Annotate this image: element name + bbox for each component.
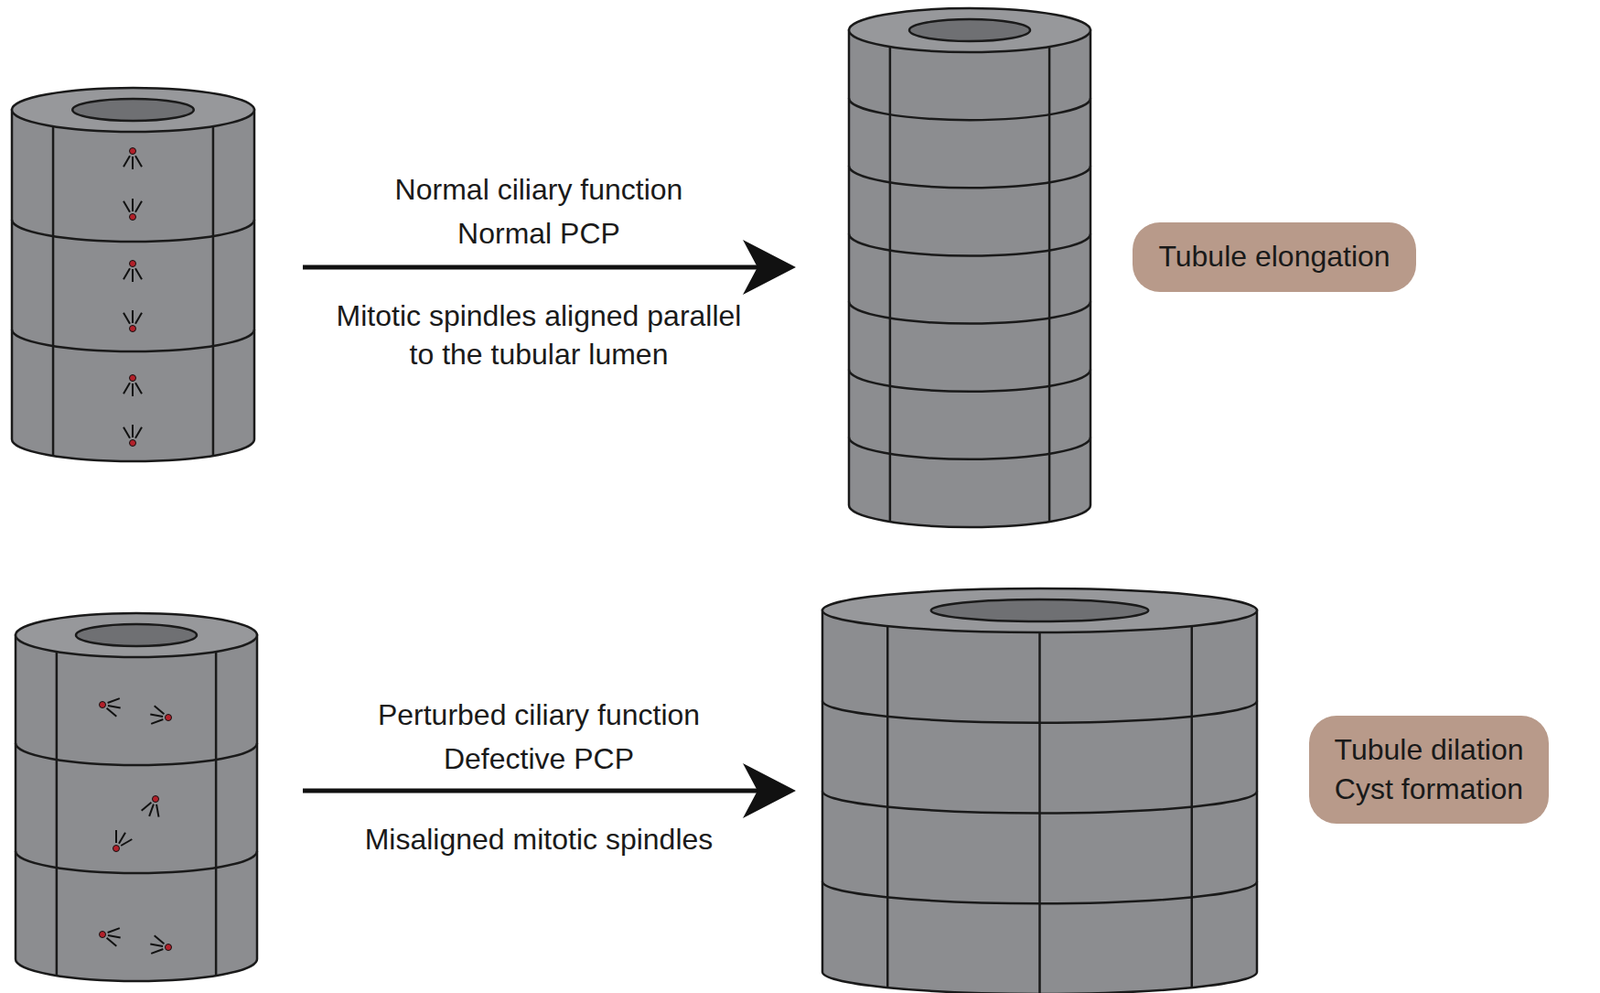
spindle-fiber [135,155,142,167]
spindle-fiber [107,937,118,946]
spindle-fiber [135,427,142,439]
cell-ring [848,165,1091,188]
spindle-pole [99,931,107,938]
cell-border [1048,46,1052,522]
cylinder-body [822,610,1257,993]
cell-ring [848,233,1091,256]
spindle-pole [129,440,137,447]
cylinder-top [848,8,1091,53]
cell-border [214,651,218,976]
spindle-fiber [131,310,134,323]
arrow-label: Misaligned mitotic spindles [365,820,714,860]
spindle-fiber [107,708,118,717]
spindle-fiber [131,424,134,438]
cell-border [1038,632,1042,993]
spindle-fiber [118,832,126,844]
cylinder-body [15,634,258,981]
spindle-fiber [150,714,163,717]
spindle-fiber [154,934,165,944]
spindle-fiber [123,268,130,280]
outcome-box: Tubule dilationCyst formation [1309,715,1550,824]
outcome-box: Tubule elongation [1132,222,1416,291]
tubule-cylinders [11,8,1257,993]
spindle-pole [129,260,137,268]
spindle-fiber [150,719,163,724]
spindle-fiber [135,382,142,394]
spindle-fiber [123,312,130,324]
cylinder-body [848,30,1091,527]
cell-ring [11,219,255,242]
arrow-label: Defective PCP [443,740,634,779]
spindle-fiber [150,948,163,954]
cell-ring [15,742,258,765]
cell-ring [848,437,1091,460]
spindle-fiber [135,201,142,213]
cell-ring [15,850,258,873]
spindle-fiber [120,838,132,846]
cell-border [1191,625,1194,988]
spindle-fiber [131,198,134,212]
cell-border [889,46,892,522]
cylinder-body [11,109,255,462]
spindle-fiber [123,201,130,213]
spindle-fiber [131,156,134,170]
spindle-fiber [123,382,130,394]
spindle-fiber [135,312,142,324]
lumen [75,623,197,646]
spindle-fiber [131,383,134,397]
cell-ring [11,329,255,352]
lumen [72,98,194,121]
cell-border [212,126,215,456]
spindle-pole [129,148,137,155]
cell-border [886,625,890,988]
outcome-text: Tubule elongation [1158,236,1390,277]
cell-border [52,126,55,456]
arrow-label: Perturbed ciliary function [377,696,700,735]
spindle-fiber [123,155,130,167]
spindle-pole [113,845,120,852]
mitotic-spindles [99,148,172,954]
spindle-pole [152,795,160,803]
spindle-fiber [135,268,142,280]
arrow-label: Normal PCP [457,214,621,254]
spindle-fiber [154,705,165,714]
spindle-fiber [115,829,118,843]
arrow-label: Mitotic spindles aligned parallel to the… [323,297,754,374]
spindle-fiber [107,934,121,937]
cylinder-top [822,588,1257,633]
spindle-fiber [149,804,154,817]
cylinder-top [15,612,258,657]
cell-ring [848,97,1091,120]
spindle-fiber [156,804,159,817]
spindle-pole [129,375,137,382]
spindle-pole [99,701,107,709]
cell-ring [848,369,1091,392]
cell-ring [848,301,1091,324]
spindle-pole [165,714,172,721]
spindle-fiber [141,802,152,811]
outcome-text: Tubule dilation [1334,730,1525,770]
spindle-fiber [107,705,121,708]
cylinder-top [11,87,255,132]
spindle-fiber [123,427,130,439]
outcome-text: Cyst formation [1334,769,1525,809]
cell-border [55,651,59,976]
arrow-label: Normal ciliary function [395,171,684,210]
spindle-pole [129,325,137,333]
lumen [931,599,1149,622]
spindle-fiber [107,927,120,933]
spindle-fiber [150,944,163,946]
spindle-pole [165,944,172,951]
spindle-fiber [107,697,120,703]
lumen [909,19,1031,42]
spindle-pole [129,214,137,221]
spindle-fiber [131,268,134,282]
